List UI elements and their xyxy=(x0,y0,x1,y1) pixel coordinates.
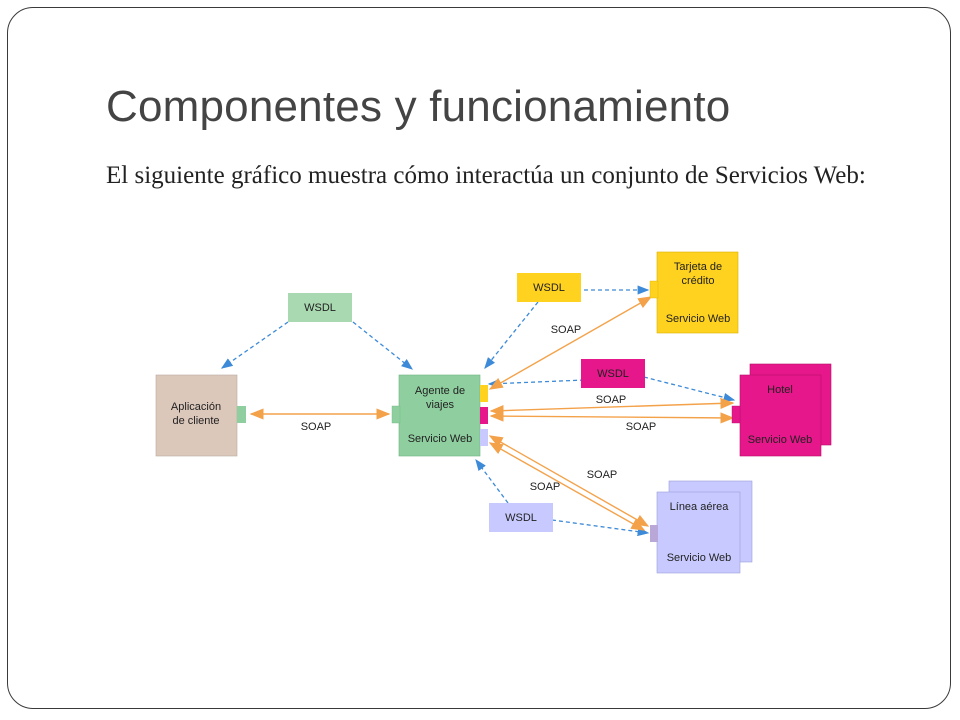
card-label-line2: crédito xyxy=(681,275,714,287)
wsdl-box-top-label: WSDL xyxy=(304,302,336,314)
slide-title: Componentes y funcionamiento xyxy=(106,82,731,131)
slide-frame xyxy=(7,7,951,709)
wsdl-card-to-agent-arrow xyxy=(484,301,539,370)
soap-label-hotel-2: SOAP xyxy=(626,421,657,433)
soap-label-client: SOAP xyxy=(301,421,332,433)
wsdl-box-airline-label: WSDL xyxy=(505,512,537,524)
client-port xyxy=(237,406,246,423)
wsdl-box-hotel-label: WSDL xyxy=(597,368,629,380)
agent-port-airline xyxy=(480,429,488,446)
client-app-box: Aplicación de cliente xyxy=(155,374,246,457)
hotel-label-footer: Servicio Web xyxy=(748,434,813,446)
wsdl-box-hotel: WSDL xyxy=(581,359,645,388)
card-port xyxy=(649,280,659,299)
hotel-label-line1: Hotel xyxy=(767,384,793,396)
airline-service-box: Línea aérea Servicio Web xyxy=(650,480,753,574)
agent-label-line2: viajes xyxy=(426,399,455,411)
soap-arrows xyxy=(249,296,735,531)
client-label-line1: Aplicación xyxy=(171,401,221,413)
airline-label-line1: Línea aérea xyxy=(670,501,730,513)
agent-label-line1: Agente de xyxy=(415,385,465,397)
soap-label-airline-1: SOAP xyxy=(587,469,618,481)
agent-port-card xyxy=(480,385,488,402)
airline-label-footer: Servicio Web xyxy=(667,552,732,564)
soap-agent-airline-arrow-2 xyxy=(488,442,646,531)
wsdl-to-hotel-arrow xyxy=(643,376,736,402)
soap-agent-hotel-arrow-1 xyxy=(489,397,735,417)
hotel-port xyxy=(731,405,741,424)
client-label-line2: de cliente xyxy=(172,415,219,427)
agent-port-hotel xyxy=(480,407,488,424)
wsdl-to-client-arrow xyxy=(220,321,289,369)
travel-agent-box: Agente de viajes Servicio Web xyxy=(391,374,488,457)
agent-port-left xyxy=(391,405,401,424)
wsdl-to-airline-arrow xyxy=(551,519,650,537)
airline-port xyxy=(650,525,658,542)
soap-label-airline-2: SOAP xyxy=(530,481,561,493)
credit-card-service-box: Tarjeta de crédito Servicio Web xyxy=(649,251,739,334)
wsdl-box-top: WSDL xyxy=(288,293,352,322)
slide-body-text: El siguiente gráfico muestra cómo intera… xyxy=(106,162,866,189)
soap-label-card: SOAP xyxy=(551,324,582,336)
agent-label-footer: Servicio Web xyxy=(408,433,473,445)
hotel-service-box: Hotel Servicio Web xyxy=(731,363,832,457)
soap-label-hotel-1: SOAP xyxy=(596,394,627,406)
soap-agent-card-arrow xyxy=(488,296,653,390)
wsdl-airline-to-agent-arrow xyxy=(475,458,509,504)
wsdl-box-card: WSDL xyxy=(517,273,581,302)
wsdl-box-airline: WSDL xyxy=(489,503,553,532)
card-label-footer: Servicio Web xyxy=(666,313,731,325)
soap-agent-hotel-arrow-2 xyxy=(489,410,735,424)
card-label-line1: Tarjeta de xyxy=(674,261,722,273)
wsdl-box-card-label: WSDL xyxy=(533,282,565,294)
wsdl-to-agent-arrow xyxy=(352,321,414,370)
